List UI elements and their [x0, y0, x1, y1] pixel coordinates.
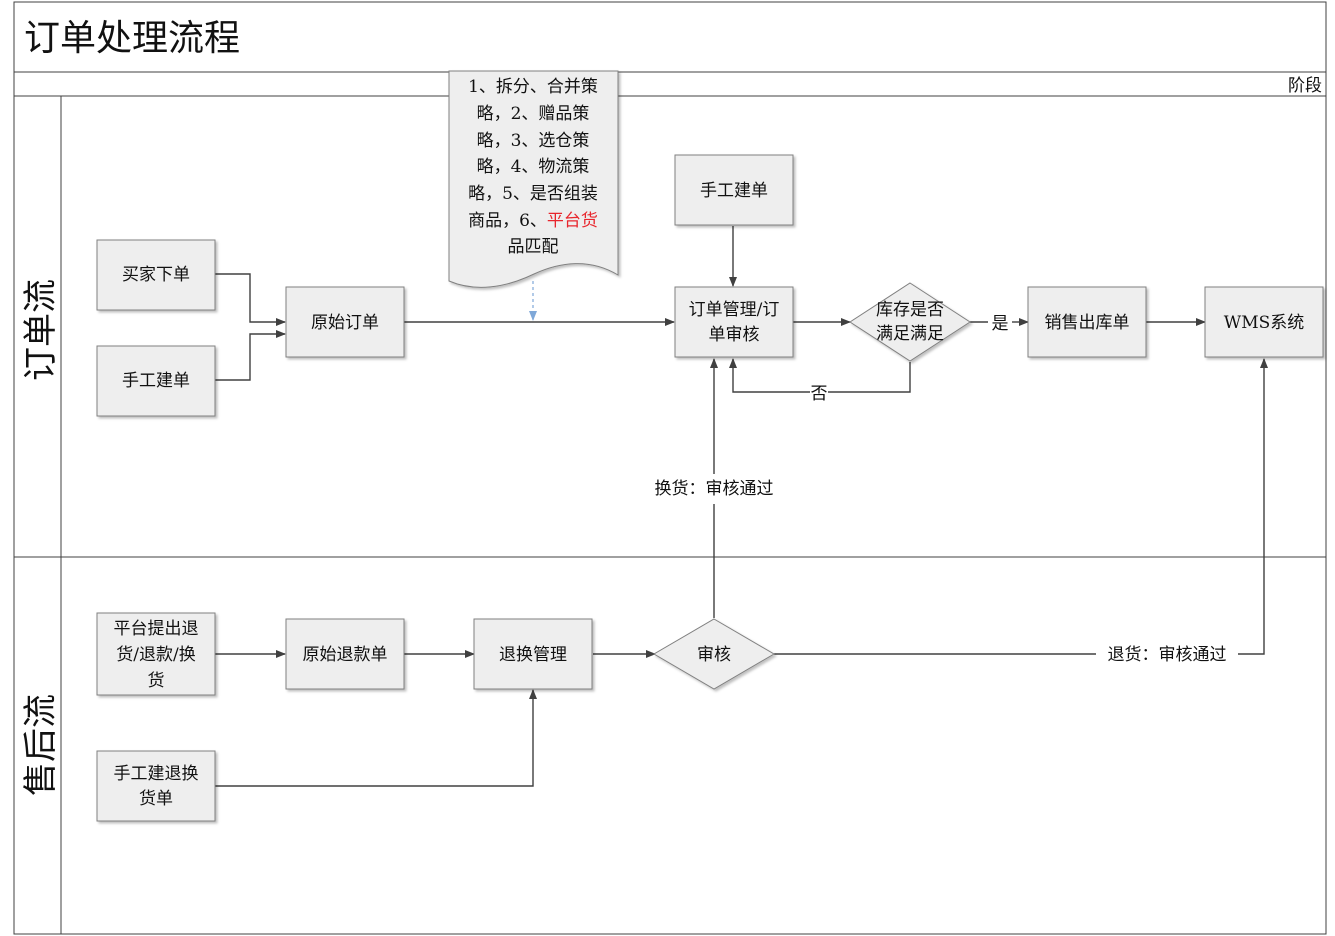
lane-label-after-sales: 售后流	[21, 694, 61, 796]
node-review: 审核	[653, 618, 775, 690]
svg-text:退换管理: 退换管理	[499, 645, 567, 665]
svg-text:WMS系统: WMS系统	[1224, 313, 1305, 333]
edge-label-exchange: 换货：审核通过	[655, 479, 774, 499]
edge-stock-no-b	[729, 358, 810, 393]
node-manual-order-top: 手工建单	[674, 154, 794, 226]
svg-text:买家下单: 买家下单	[122, 265, 190, 285]
node-order-management: 订单管理/订 单审核	[674, 286, 794, 358]
node-sales-outbound: 销售出库单	[1027, 286, 1147, 358]
edge-buyer-to-original	[215, 273, 286, 326]
svg-text:手工建退换: 手工建退换	[114, 764, 199, 784]
svg-text:货: 货	[148, 671, 165, 691]
svg-text:货单: 货单	[139, 789, 173, 809]
svg-text:1、拆分、合并策: 1、拆分、合并策	[468, 77, 598, 97]
node-original-refund: 原始退款单	[285, 618, 405, 690]
svg-text:订单管理/订: 订单管理/订	[689, 300, 780, 320]
page-title: 订单处理流程	[24, 18, 240, 59]
edge-label-no: 否	[811, 384, 828, 404]
edges	[215, 226, 1268, 787]
node-buyer-order: 买家下单	[96, 239, 216, 311]
svg-text:略，4、物流策: 略，4、物流策	[477, 157, 590, 177]
svg-text:库存是否: 库存是否	[876, 300, 944, 320]
edge-review-return-b	[1238, 358, 1268, 655]
svg-text:手工建单: 手工建单	[122, 371, 190, 391]
svg-text:满足满足: 满足满足	[876, 324, 944, 344]
swimlane-frame	[13, 1, 1327, 935]
node-stock-check: 库存是否 满足满足	[849, 282, 971, 362]
edge-label-yes: 是	[992, 314, 1009, 334]
node-wms: WMS系统	[1204, 286, 1324, 358]
node-manual-order: 手工建单	[96, 345, 216, 417]
phase-header: 阶段	[1288, 76, 1322, 96]
svg-text:商品，6、平台货: 商品，6、平台货	[468, 211, 598, 231]
strategy-note: 1、拆分、合并策 略，2、赠品策 略，3、选仓策 略，4、物流策 略，5、是否组…	[448, 70, 619, 288]
edge-stock-no	[828, 362, 911, 393]
svg-text:原始订单: 原始订单	[311, 313, 379, 333]
lane-label-order: 订单流	[21, 279, 61, 381]
note-line-6: 商品，6、	[468, 211, 547, 231]
svg-text:略，2、赠品策: 略，2、赠品策	[477, 104, 590, 124]
svg-text:单审核: 单审核	[709, 325, 760, 345]
node-original-order: 原始订单	[285, 286, 405, 358]
svg-text:原始退款单: 原始退款单	[303, 645, 388, 665]
edge-label-return: 退货：审核通过	[1108, 645, 1227, 665]
node-return-management: 退换管理	[473, 618, 593, 690]
svg-text:平台提出退: 平台提出退	[114, 619, 199, 639]
note-highlight-2: 品匹配	[508, 237, 559, 257]
node-platform-return: 平台提出退 货/退款/换 货	[96, 612, 216, 696]
note-highlight-1: 平台货	[547, 211, 598, 231]
edge-manual-to-original	[215, 330, 286, 381]
svg-text:销售出库单: 销售出库单	[1045, 313, 1130, 333]
svg-text:略，3、选仓策: 略，3、选仓策	[477, 131, 590, 151]
edge-manual-return-to-return	[215, 689, 537, 787]
svg-text:货/退款/换: 货/退款/换	[116, 645, 195, 665]
svg-text:审核: 审核	[697, 645, 731, 665]
svg-text:略，5、是否组装: 略，5、是否组装	[468, 184, 598, 204]
svg-text:手工建单: 手工建单	[700, 181, 768, 201]
node-manual-return: 手工建退换 货单	[96, 750, 216, 822]
